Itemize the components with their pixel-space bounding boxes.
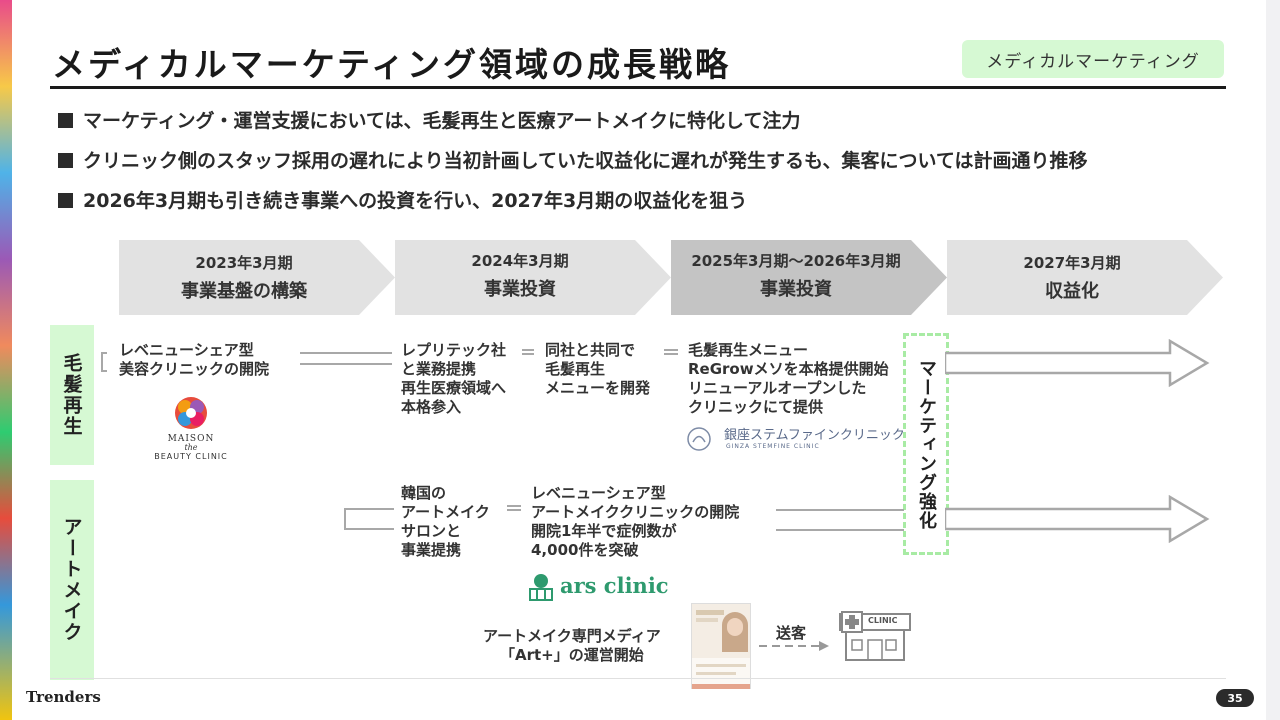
artmake-growth-arrow xyxy=(945,495,1210,543)
category-tag: メディカルマーケティング xyxy=(962,40,1224,78)
hair-growth-arrow xyxy=(945,339,1210,387)
bullet-item: クリニック側のスタッフ採用の遅れにより当初計画していた収益化に遅れが発生するも、… xyxy=(58,146,1088,173)
decorative-strip xyxy=(0,0,12,720)
page-title: メディカルマーケティング領域の成長戦略 xyxy=(52,45,732,84)
bullet-text: マーケティング・運営支援においては、毛髪再生と医療アートメイクに特化して注力 xyxy=(83,110,801,132)
hair-step2-text: レプリテック社と業務提携再生医療領域へ本格参入 xyxy=(401,341,507,416)
connector-line xyxy=(522,349,534,355)
bracket-icon xyxy=(101,352,107,372)
bracket-icon xyxy=(344,508,394,530)
phase-year: 2027年3月期 xyxy=(1023,254,1121,272)
connector-line xyxy=(300,363,392,365)
clinic-building-icon: CLINIC xyxy=(838,610,912,662)
row-label-artmake: アートメイク xyxy=(50,480,94,680)
page-number: 35 xyxy=(1216,689,1254,707)
phase-year: 2024年3月期 xyxy=(471,252,569,270)
ginza-clinic-logo: 銀座ステムファインクリニック GINZA STEMFINE CLINIC xyxy=(686,424,905,454)
send-customers-label: 送客 xyxy=(776,624,807,642)
phase-2024: 2024年3月期事業投資 xyxy=(395,240,671,315)
hair-step1-text: レベニューシェア型美容クリニックの開院 xyxy=(119,341,270,378)
trenders-logo: Trenders xyxy=(26,688,101,706)
phase-label: 事業投資 xyxy=(760,279,832,300)
square-bullet-icon xyxy=(58,153,73,168)
square-bullet-icon xyxy=(58,193,73,208)
square-bullet-icon xyxy=(58,113,73,128)
ars-emblem-icon xyxy=(529,574,553,601)
row-label-hair: 毛髪再生 xyxy=(50,325,94,465)
hair-step3-text: 同社と共同で毛髪再生メニューを開発 xyxy=(545,341,651,397)
phase-year: 2025年3月期～2026年3月期 xyxy=(691,252,901,270)
phase-label: 事業投資 xyxy=(484,279,556,300)
page-edge xyxy=(1266,0,1280,720)
bullet-item: 2026年3月期も引き続き事業への投資を行い、2027年3月期の収益化を狙う xyxy=(58,186,747,213)
marketing-reinforcement-box: マーケティング強化 xyxy=(903,333,949,555)
phase-2023: 2023年3月期事業基盤の構築 xyxy=(119,240,395,315)
connector-line xyxy=(300,352,392,354)
title-divider xyxy=(50,86,1226,89)
phase-year: 2023年3月期 xyxy=(195,254,293,272)
phase-label: 事業基盤の構築 xyxy=(181,281,307,302)
media-screenshot-thumbnail xyxy=(691,603,751,689)
phase-2027: 2027年3月期収益化 xyxy=(947,240,1223,315)
maison-clinic-logo: MAISON the BEAUTY CLINIC xyxy=(146,396,236,468)
connector-line xyxy=(664,349,678,355)
rose-logo-icon xyxy=(175,397,207,429)
phase-2025-2026: 2025年3月期～2026年3月期事業投資 xyxy=(671,240,947,315)
bullet-text: 2026年3月期も引き続き事業への投資を行い、2027年3月期の収益化を狙う xyxy=(83,190,748,212)
artmake-step1-text: 韓国のアートメイクサロンと事業提携 xyxy=(401,484,490,559)
dashed-arrow-icon xyxy=(759,641,829,651)
footer-divider xyxy=(50,678,1226,679)
bullet-item: マーケティング・運営支援においては、毛髪再生と医療アートメイクに特化して注力 xyxy=(58,106,800,133)
bullet-text: クリニック側のスタッフ採用の遅れにより当初計画していた収益化に遅れが発生するも、… xyxy=(83,150,1088,172)
artmake-media-text: アートメイク専門メディア「Art+」の運営開始 xyxy=(483,627,661,664)
clinic-sign: CLINIC xyxy=(868,616,898,625)
ars-clinic-logo: ars clinic xyxy=(528,573,669,603)
connector-line xyxy=(776,509,904,531)
phase-label: 収益化 xyxy=(1045,281,1099,302)
ginza-emblem-icon xyxy=(687,427,711,451)
connector-line xyxy=(507,505,521,511)
